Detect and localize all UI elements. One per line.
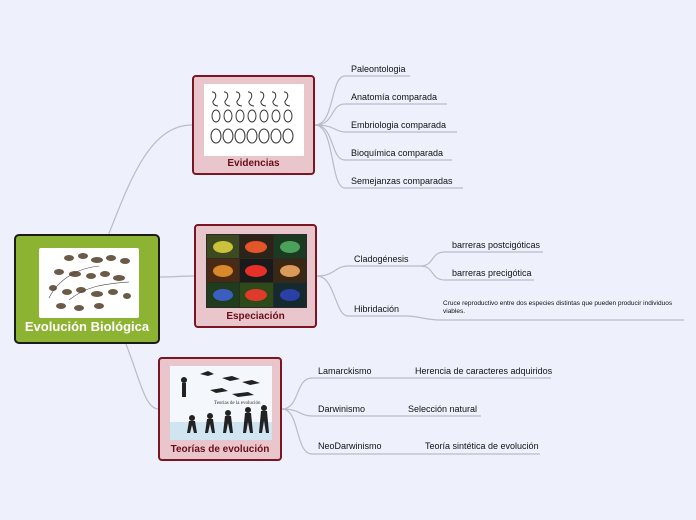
- topic-especiacion[interactable]: Especiación: [194, 224, 317, 328]
- topic-teorias-de-evolucion[interactable]: Teorias de la evolución Teorías de evolu…: [158, 357, 282, 461]
- subtopic-anatomia-comparada[interactable]: Anatomía comparada: [351, 92, 438, 102]
- root-topic-label: Evolución Biológica: [24, 319, 150, 334]
- topic-evidencias[interactable]: Evidencias: [192, 75, 315, 175]
- poison-frog-variants-image: [206, 234, 307, 308]
- subtopic-neodarwinismo[interactable]: NeoDarwinismo: [318, 441, 382, 451]
- subtopic-bioquimica-comparada[interactable]: Bioquímica comparada: [351, 148, 444, 158]
- embryo-comparison-drawing-image: [204, 84, 304, 156]
- subtopic-lamarckismo[interactable]: Lamarckismo: [318, 366, 372, 376]
- subtopic-hibridacion-definicion[interactable]: Cruce reproductivo entre dos especies di…: [443, 300, 673, 315]
- image-caption: Teorias de la evolución: [214, 401, 261, 406]
- subtopic-paleontologia[interactable]: Paleontologia: [351, 64, 406, 74]
- human-evolution-illustration-image: Teorias de la evolución: [170, 366, 272, 440]
- subtopic-cladogenesis[interactable]: Cladogénesis: [354, 254, 409, 264]
- topic-label-especiacion: Especiación: [226, 311, 285, 322]
- subtopic-barreras-postcigoticas[interactable]: barreras postcigóticas: [452, 240, 541, 250]
- subtopic-semejanzas-comparadas[interactable]: Semejanzas comparadas: [351, 176, 453, 186]
- root-topic-evolucion-biologica[interactable]: Evolución Biológica: [14, 234, 160, 344]
- subtopic-herencia-caracteres-adquiridos[interactable]: Herencia de caracteres adquiridos: [415, 366, 553, 376]
- subtopic-teoria-sintetica[interactable]: Teoría sintética de evolución: [425, 441, 539, 451]
- topic-label-evidencias: Evidencias: [227, 158, 280, 169]
- subtopic-barreras-precigotica[interactable]: barreras precigótica: [452, 268, 532, 278]
- subtopic-hibridacion[interactable]: Hibridación: [354, 304, 400, 314]
- subtopic-darwinismo[interactable]: Darwinismo: [318, 404, 366, 414]
- subtopic-seleccion-natural[interactable]: Selección natural: [408, 404, 478, 414]
- topic-label-teorias-de-evolucion: Teorías de evolución: [170, 444, 270, 455]
- subtopic-embriologia-comparada[interactable]: Embriologia comparada: [351, 120, 447, 130]
- animal-evolution-diagram-image: [39, 248, 139, 318]
